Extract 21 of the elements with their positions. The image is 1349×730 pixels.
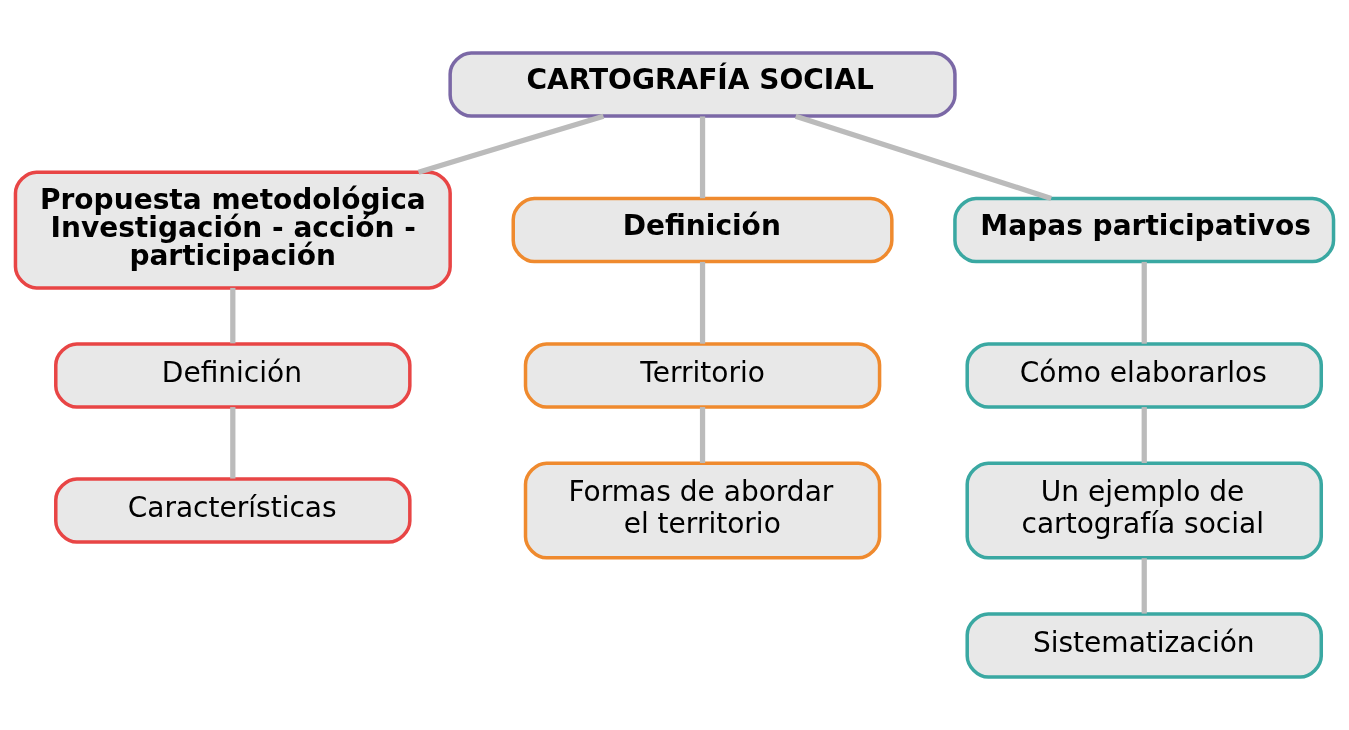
connector [1141, 261, 1147, 344]
node-box: Sistematización [965, 612, 1323, 679]
connector [699, 407, 706, 463]
node-box: Mapas participativos [953, 196, 1336, 264]
node-box: Definición [54, 342, 412, 409]
connector [230, 407, 236, 479]
connector [699, 261, 706, 344]
node-box: Definición [511, 196, 894, 264]
connector [794, 113, 1053, 201]
node-box: CARTOGRAFÍA SOCIAL [448, 51, 957, 118]
connector [1141, 407, 1147, 463]
node-box: Características [54, 477, 412, 544]
node-box: Propuesta metodológica Investigación - acción - participación [13, 170, 452, 290]
node-box: Un ejemplo de cartografía social [965, 461, 1323, 560]
node-box: Formas de abordar el territorio [523, 461, 882, 560]
node-box: Territorio [523, 342, 882, 409]
connector [417, 113, 605, 175]
connector [1141, 558, 1147, 614]
connector [699, 116, 706, 199]
connector [230, 287, 236, 344]
node-box: Cómo elaborarlos [965, 342, 1323, 409]
